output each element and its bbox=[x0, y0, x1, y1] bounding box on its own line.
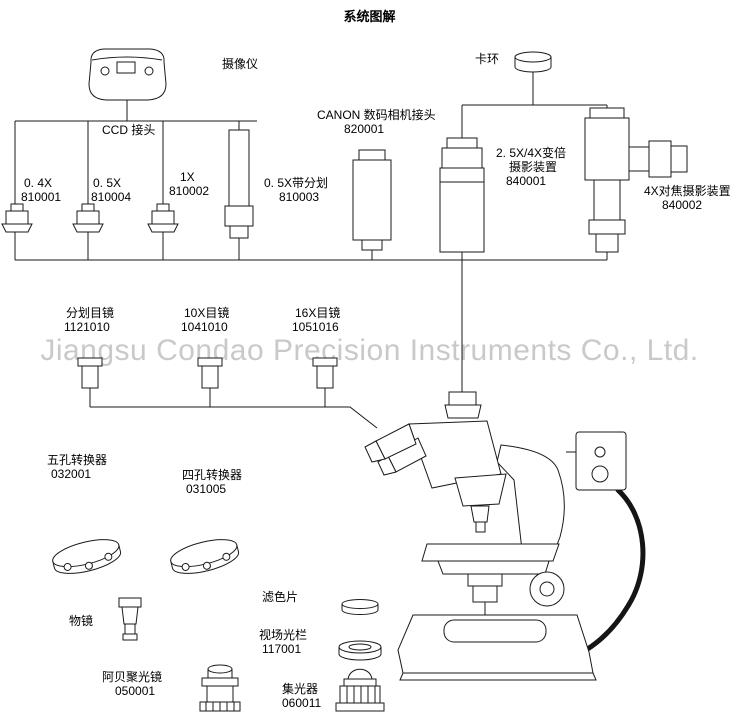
adapter-0.4x-illustration bbox=[1, 203, 33, 233]
filter-illustration bbox=[341, 599, 379, 615]
label-focus-device: 4X对焦摄影装置 bbox=[644, 184, 731, 198]
code-adapter-0.4x: 810001 bbox=[21, 190, 62, 204]
code-adapter-0.5x-reticle: 810003 bbox=[279, 190, 320, 204]
label-canon-adapter: CANON 数码相机接头 bbox=[317, 108, 436, 122]
label-clamp-ring: 卡环 bbox=[475, 52, 500, 66]
focus-device-illustration bbox=[584, 107, 688, 253]
label-objective: 物镜 bbox=[69, 614, 94, 628]
label-eyepiece-16x: 16X目镜 bbox=[295, 306, 341, 320]
label-adapter-1x: 1X bbox=[180, 170, 195, 184]
nosepiece-5-illustration bbox=[52, 539, 122, 574]
eyepiece-10x-illustration bbox=[197, 357, 223, 389]
label-collector: 集光器 bbox=[282, 682, 319, 696]
code-collector: 060011 bbox=[282, 696, 322, 710]
zoom-device-illustration bbox=[439, 137, 485, 253]
label-filter: 滤色片 bbox=[262, 590, 299, 604]
adapter-1x-illustration bbox=[147, 203, 179, 233]
label-zoom-device-line2: 摄影装置 bbox=[509, 160, 558, 174]
camera-illustration bbox=[88, 48, 167, 101]
label-adapter-0.4x: 0. 4X bbox=[24, 176, 53, 190]
eyepiece-16x-illustration bbox=[312, 357, 338, 389]
code-reticle-eyepiece: 1121010 bbox=[64, 320, 110, 334]
abbe-condenser-illustration bbox=[199, 664, 241, 712]
adapter-0.5x-illustration bbox=[72, 203, 104, 233]
label-field-diaphragm: 视场光栏 bbox=[259, 628, 308, 642]
objective-illustration bbox=[118, 597, 142, 641]
code-field-diaphragm: 117001 bbox=[262, 642, 302, 656]
adapter-0.5x-reticle-illustration bbox=[224, 129, 254, 239]
code-nosepiece-5: 032001 bbox=[51, 467, 92, 481]
label-reticle-eyepiece: 分划目镜 bbox=[66, 306, 115, 320]
code-canon-adapter: 820001 bbox=[344, 122, 385, 136]
clamp-ring-illustration bbox=[514, 51, 552, 73]
label-nosepiece-4: 四孔转换器 bbox=[182, 468, 243, 482]
code-adapter-1x: 810002 bbox=[169, 184, 210, 198]
nosepiece-4-illustration bbox=[170, 539, 240, 574]
label-camera: 摄像仪 bbox=[222, 57, 259, 71]
label-abbe-condenser: 阿贝聚光镜 bbox=[102, 670, 163, 684]
label-zoom-device-line1: 2. 5X/4X变倍 bbox=[496, 146, 567, 160]
label-adapter-0.5x: 0. 5X bbox=[93, 176, 122, 190]
code-eyepiece-16x: 1051016 bbox=[292, 320, 339, 334]
code-focus-device: 840002 bbox=[662, 198, 703, 212]
collector-illustration bbox=[335, 668, 385, 712]
code-abbe-condenser: 050001 bbox=[115, 684, 156, 698]
label-ccd: CCD 接头 bbox=[102, 123, 156, 137]
label-adapter-0.5x-reticle: 0. 5X带分划 bbox=[264, 176, 329, 190]
connector-lines bbox=[14, 72, 608, 429]
code-zoom-device: 840001 bbox=[506, 174, 547, 188]
watermark-text: Jiangsu Condao Precision Instruments Co.… bbox=[40, 334, 699, 367]
label-eyepiece-10x: 10X目镜 bbox=[184, 306, 230, 320]
diagram-title: 系统图解 bbox=[343, 9, 396, 24]
eyepiece-reticle-illustration bbox=[77, 357, 103, 389]
code-nosepiece-4: 031005 bbox=[186, 482, 227, 496]
label-nosepiece-5: 五孔转换器 bbox=[47, 453, 108, 467]
microscope-illustration bbox=[364, 391, 646, 681]
field-diaphragm-illustration bbox=[338, 640, 382, 661]
code-adapter-0.5x: 810004 bbox=[91, 190, 132, 204]
canon-adapter-illustration bbox=[352, 149, 392, 251]
code-eyepiece-10x: 1041010 bbox=[181, 320, 228, 334]
